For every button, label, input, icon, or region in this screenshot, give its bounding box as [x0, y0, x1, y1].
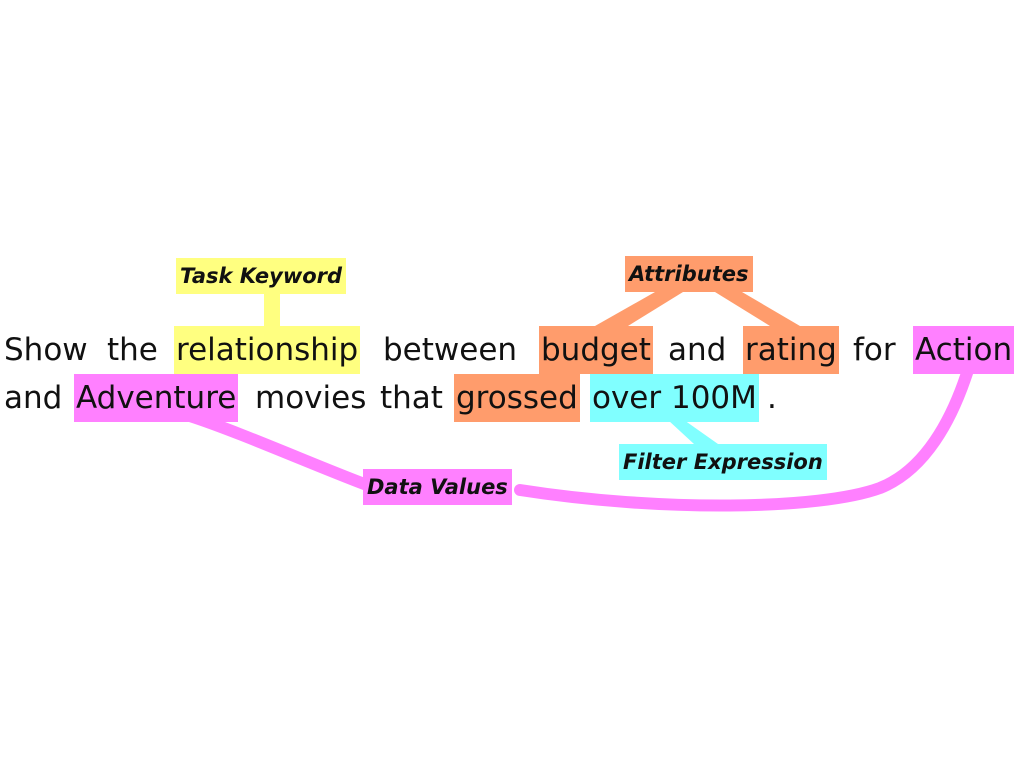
- word-show: Show: [4, 332, 88, 368]
- word-between: between: [383, 332, 518, 368]
- word-that: that: [380, 380, 443, 416]
- filter-expression-connector: [668, 420, 718, 444]
- attributes-connector-budget: [595, 292, 683, 326]
- attributes-connector-rating: [715, 292, 800, 326]
- word-and-2: and: [4, 380, 63, 416]
- highlight-relationship: relationship: [174, 326, 361, 374]
- word-the: the: [107, 332, 158, 368]
- label-attributes: Attributes: [625, 256, 753, 292]
- task-keyword-connector: [264, 294, 280, 326]
- highlight-rating: rating: [743, 326, 839, 374]
- highlight-action: Action: [913, 326, 1015, 374]
- word-and: and: [668, 332, 727, 368]
- highlight-adventure: Adventure: [74, 374, 239, 422]
- sentence-period: .: [767, 380, 777, 416]
- data-values-connector-action: [514, 364, 974, 512]
- word-movies: movies: [255, 380, 367, 416]
- highlight-budget: budget: [539, 326, 653, 374]
- data-values-connector-adventure: [184, 410, 381, 494]
- label-filter-expression: Filter Expression: [619, 444, 827, 480]
- highlight-over-100m: over 100M: [590, 374, 759, 422]
- highlight-grossed: grossed: [454, 374, 580, 422]
- label-task-keyword: Task Keyword: [176, 258, 347, 294]
- word-for: for: [853, 332, 896, 368]
- label-data-values: Data Values: [363, 469, 512, 505]
